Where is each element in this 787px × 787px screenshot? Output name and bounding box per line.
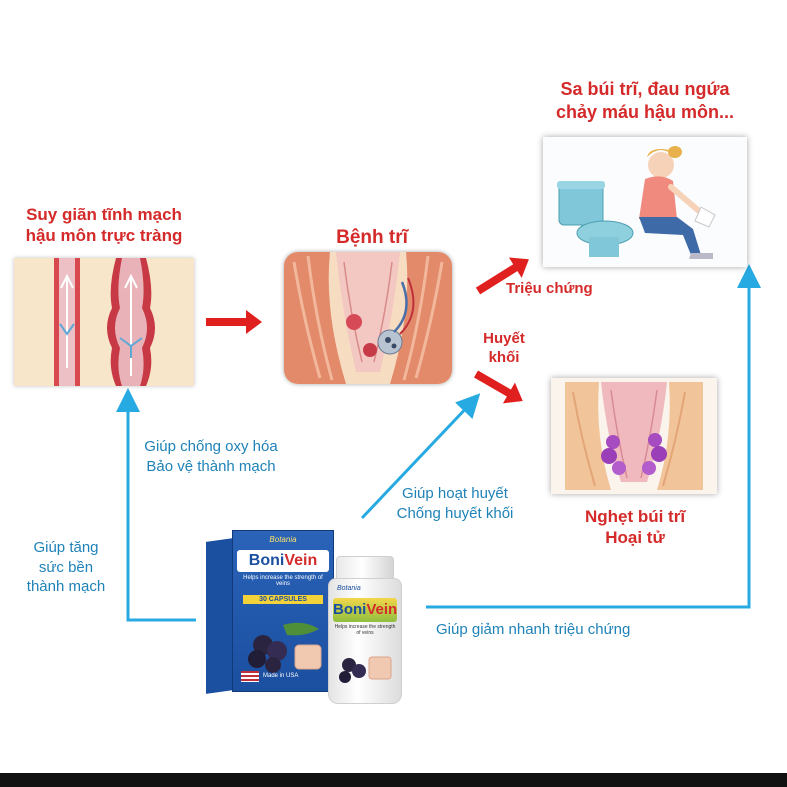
vein-title: Suy giãn tĩnh mạch hậu môn trực tràng bbox=[4, 204, 204, 247]
thrombus-label-line2: khối bbox=[488, 348, 520, 366]
product-box-front: Botania BoniVein Helps increase the stre… bbox=[232, 530, 334, 692]
symptoms-title-line2: chảy máu hậu môn... bbox=[555, 101, 735, 122]
product-box-tagline: Helps increase the strength of veins bbox=[243, 575, 323, 587]
product-bottle: Botania BoniVein Helps increase the stre… bbox=[324, 556, 404, 704]
product-box-made-in: Made in USA bbox=[263, 673, 299, 679]
necrosis-title-line2: Hoại tử bbox=[605, 528, 665, 548]
product-bottle-name-part1: Boni bbox=[333, 601, 367, 618]
red-arrow-up-right bbox=[475, 257, 529, 295]
vein-illustration-panel bbox=[14, 258, 194, 386]
product-box-side bbox=[206, 538, 234, 694]
strength-benefit: Giúp tăng sức bền thành mạch bbox=[10, 538, 122, 597]
connector-reduce-line bbox=[426, 264, 761, 609]
product-bottle-label: BoniVein bbox=[333, 598, 397, 622]
circulation-benefit: Giúp hoạt huyết Chống huyết khối bbox=[372, 484, 538, 523]
hemorrhoid-title: Bệnh trĩ bbox=[336, 227, 408, 248]
antioxidant-line1: Giúp chống oxy hóa bbox=[144, 438, 278, 455]
strength-line3: thành mạch bbox=[26, 578, 106, 595]
connector-strength-line bbox=[116, 388, 196, 622]
red-arrow-down-right bbox=[474, 370, 523, 404]
toilet-illustration-panel bbox=[543, 137, 747, 267]
antioxidant-benefit: Giúp chống oxy hóa Bảo vệ thành mạch bbox=[116, 437, 306, 476]
strength-line1: Giúp tăng bbox=[33, 539, 99, 556]
product-bottle-cap bbox=[336, 556, 394, 580]
reduce-symptoms-benefit: Giúp giảm nhanh triệu chứng bbox=[436, 621, 631, 638]
product-bottle-tagline: Helps increase the strength of veins bbox=[334, 624, 396, 636]
product-bottle-berries-icon bbox=[339, 656, 392, 683]
strength-line2: sức bền bbox=[38, 558, 94, 576]
necrosis-title-line1: Nghẹt búi trĩ bbox=[584, 507, 686, 526]
red-arrow-right bbox=[206, 310, 262, 334]
antioxidant-line2: Bảo vệ thành mạch bbox=[146, 457, 276, 475]
product-bottle-name-part2: Vein bbox=[366, 601, 398, 618]
vein-title-line2: hậu môn trực tràng bbox=[25, 226, 183, 246]
toilet-woman-illustration bbox=[543, 137, 747, 267]
thrombus-label: Huyết khối bbox=[474, 330, 534, 368]
product-box-name-part1: Boni bbox=[248, 552, 285, 569]
hemorrhoid-illustration-panel bbox=[284, 252, 452, 384]
bottom-bar bbox=[0, 773, 787, 787]
product-box: Botania BoniVein Helps increase the stre… bbox=[206, 530, 336, 694]
product-box-brand: Botania bbox=[269, 535, 297, 544]
product-box-name-label: BoniVein bbox=[237, 550, 329, 572]
circulation-line2: Chống huyết khối bbox=[396, 504, 514, 522]
necrosis-illustration-panel bbox=[551, 378, 717, 494]
symptoms-title: Sa búi trĩ, đau ngứa chảy máu hậu môn... bbox=[540, 78, 750, 123]
product-box-badge: 30 CAPSULES bbox=[243, 595, 323, 604]
thrombus-label-line1: Huyết bbox=[483, 330, 525, 347]
connector-circulation-line bbox=[360, 393, 481, 520]
vein-title-line1: Suy giãn tĩnh mạch bbox=[26, 205, 182, 224]
symptom-label: Triệu chứng bbox=[506, 280, 593, 297]
circulation-line1: Giúp hoạt huyết bbox=[402, 485, 508, 502]
product-box-berries-icon bbox=[248, 622, 322, 673]
product-box-flag-icon bbox=[241, 671, 259, 682]
vein-cross-section-illustration bbox=[14, 258, 194, 386]
symptoms-title-line1: Sa búi trĩ, đau ngứa bbox=[560, 79, 730, 99]
hemorrhoid-anatomy-illustration bbox=[284, 252, 452, 384]
product-box-name-part2: Vein bbox=[284, 552, 318, 569]
necrosis-anatomy-illustration bbox=[551, 378, 717, 494]
necrosis-title: Nghẹt búi trĩ Hoại tử bbox=[560, 506, 710, 549]
product-bottle-body: Botania BoniVein Helps increase the stre… bbox=[328, 578, 402, 704]
product-bottle-brand: Botania bbox=[337, 585, 361, 592]
